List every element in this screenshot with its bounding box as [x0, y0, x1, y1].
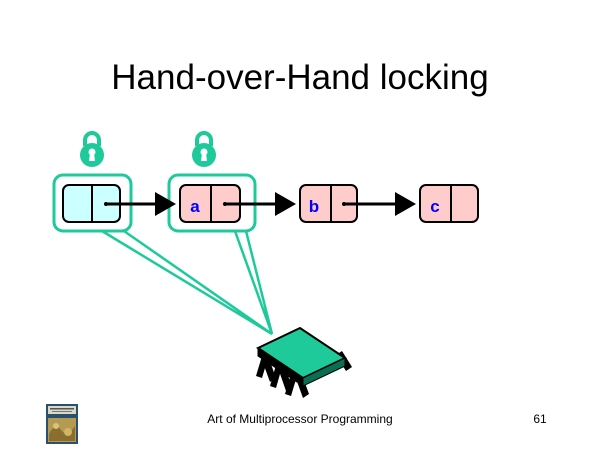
- page-number: 61: [533, 412, 547, 426]
- list-node-c: c: [419, 184, 479, 223]
- padlock-icon: [192, 131, 216, 167]
- footer-text: Art of Multiprocessor Programming: [207, 412, 393, 426]
- node-label: a: [190, 197, 200, 216]
- node-label: c: [430, 197, 439, 216]
- padlock-icon: [80, 131, 104, 167]
- list-node-a: a: [179, 184, 241, 223]
- next-pointer-arrows: [104, 192, 416, 216]
- book-cover-icon: [46, 404, 78, 444]
- slide-title: Hand-over-Hand locking: [111, 58, 489, 97]
- node-body: [419, 184, 479, 223]
- processor-chip-icon: [255, 326, 352, 398]
- node-label: b: [309, 197, 319, 216]
- lock-connector-lines: [101, 229, 274, 336]
